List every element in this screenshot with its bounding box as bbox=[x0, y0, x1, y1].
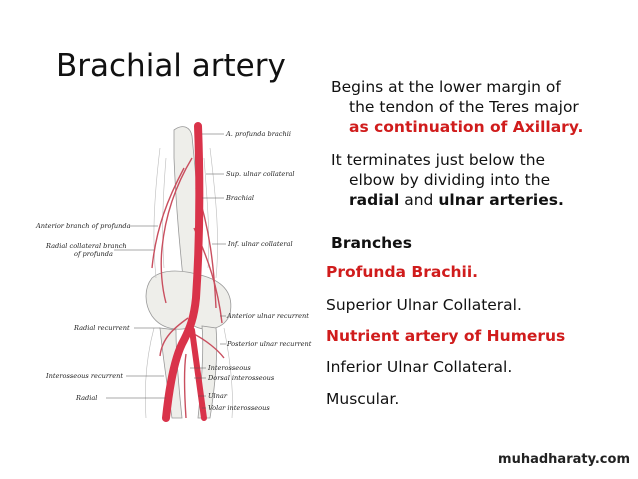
label-brachial: Brachial bbox=[225, 194, 254, 202]
label-radial-rec: Radial recurrent bbox=[73, 324, 130, 332]
label-profunda: A. profunda brachii bbox=[225, 130, 291, 138]
radial-word: radial bbox=[349, 191, 400, 209]
label-interosseous: Interosseous bbox=[207, 364, 251, 372]
termination-paragraph: It terminates just below the elbow by di… bbox=[331, 150, 631, 210]
label-radial-coll-2: of profunda bbox=[74, 250, 113, 258]
label-inf-ulnar: Inf. ulnar collateral bbox=[227, 240, 293, 248]
label-dorsal-inter: Dorsal interosseous bbox=[207, 374, 275, 382]
label-ant-ulnar-rec: Anterior ulnar recurrent bbox=[226, 312, 309, 320]
brachial-artery bbox=[162, 122, 204, 422]
ulnar-words: ulnar arteries. bbox=[438, 191, 564, 209]
termination-line-2: elbow by dividing into the bbox=[349, 171, 551, 189]
and-word: and bbox=[404, 191, 434, 209]
ulnar-artery bbox=[189, 327, 207, 421]
branch-item: Superior Ulnar Collateral. bbox=[326, 296, 522, 314]
origin-line-3: as continuation of Axillary. bbox=[349, 118, 584, 136]
label-volar-inter: Volar interosseous bbox=[208, 404, 270, 412]
label-ulnar: Ulnar bbox=[208, 392, 228, 400]
leader-lines bbox=[106, 133, 226, 409]
label-radial-coll-1: Radial collateral branch bbox=[45, 242, 127, 250]
branch-item: Profunda Brachii. bbox=[326, 263, 479, 281]
label-interosseous-rec: Interosseous recurrent bbox=[45, 372, 123, 380]
label-post-ulnar-rec: Posterior ulnar recurrent bbox=[226, 340, 312, 348]
branch-item: Inferior Ulnar Collateral. bbox=[326, 358, 513, 376]
muscle-shading bbox=[144, 147, 233, 419]
branches-heading: Branches bbox=[331, 234, 412, 252]
branch-item: Nutrient artery of Humerus bbox=[326, 327, 566, 345]
arm-diagram: A. profunda brachii Sup. ulnar collatera… bbox=[35, 122, 312, 422]
slide-title: Brachial artery bbox=[56, 48, 286, 84]
label-sup-ulnar: Sup. ulnar collateral bbox=[226, 170, 295, 178]
branch-item: Muscular. bbox=[326, 390, 400, 408]
origin-line-2: the tendon of the Teres major bbox=[349, 98, 579, 116]
brachial-artery-illustration: A. profunda brachii Sup. ulnar collatera… bbox=[34, 118, 316, 422]
label-ant-branch: Anterior branch of profunda bbox=[35, 222, 131, 230]
label-radial: Radial bbox=[75, 394, 97, 402]
site-watermark: muhadharaty.com bbox=[498, 452, 630, 467]
termination-line-1: It terminates just below the bbox=[331, 151, 546, 169]
origin-paragraph: Begins at the lower margin of the tendon… bbox=[331, 77, 631, 137]
termination-line-3: radial and ulnar arteries. bbox=[331, 190, 631, 210]
origin-line-1: Begins at the lower margin of bbox=[331, 78, 561, 96]
